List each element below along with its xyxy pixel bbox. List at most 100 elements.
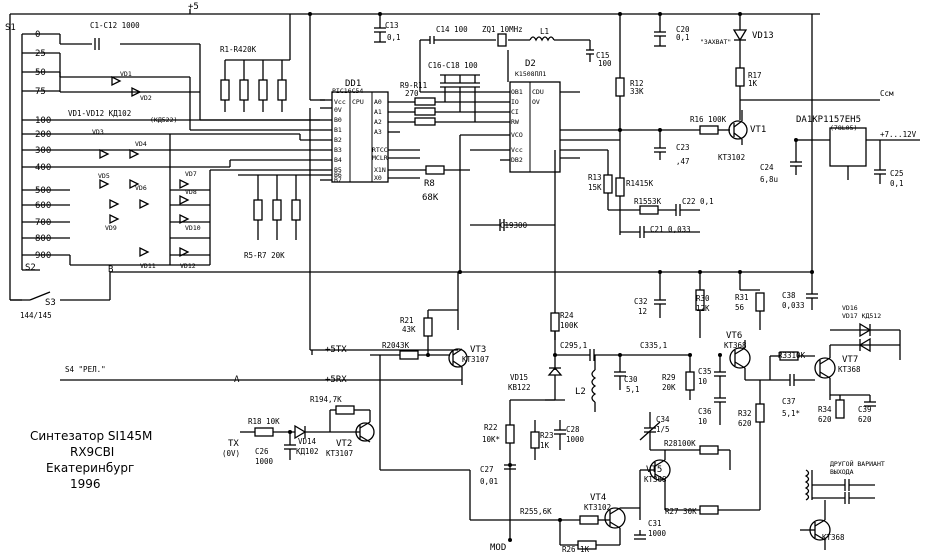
- vd5-label: VD5: [98, 172, 110, 180]
- c26-label: C26: [255, 447, 269, 456]
- r12-val: 33K: [630, 87, 644, 96]
- r1-r4-label: R1-R420K: [220, 45, 257, 54]
- title-line-4: 1996: [70, 477, 101, 491]
- vd9-label: VD9: [105, 224, 117, 232]
- r34-label: R34: [818, 405, 832, 414]
- r23-val: 1K: [540, 441, 550, 450]
- vt7-label: VT7: [842, 355, 858, 365]
- r13-label: R13: [588, 173, 602, 182]
- d2-block: [374, 14, 920, 290]
- b-label: B: [108, 265, 113, 275]
- dd1-pin-vcc: Vcc: [334, 98, 346, 106]
- r20-label: R2043K: [382, 341, 410, 350]
- vd1-vd12-label: VD1-VD12 КД102: [68, 109, 131, 118]
- r25-label: R255,6K: [520, 507, 552, 516]
- vt6-label: VT6: [726, 331, 742, 341]
- r29-val: 20K: [662, 383, 676, 392]
- vd2-label: VD2: [140, 94, 152, 102]
- c27-val: 0,01: [480, 477, 498, 486]
- c23-label: C23: [676, 143, 690, 152]
- c23-val: ,47: [676, 157, 690, 166]
- s2-pos-300: 300: [35, 146, 51, 156]
- dd1-pin-0v: 0V: [334, 106, 342, 114]
- r32-label: R32: [738, 409, 752, 418]
- l2-label: L2: [575, 387, 586, 397]
- r30-val: 12K: [696, 304, 710, 313]
- r29-label: R29: [662, 373, 676, 382]
- vd14-label: VD14: [298, 437, 317, 446]
- c36-val: 10: [698, 417, 708, 426]
- r19-label: R194,7K: [310, 395, 342, 404]
- vco-area: [545, 312, 901, 465]
- r12-label: R12: [630, 79, 644, 88]
- r24-label: R24: [560, 311, 574, 320]
- r22-val: 10K*: [482, 435, 500, 444]
- alt-output-label: ДРУГОЙ ВАРИАНТ: [830, 459, 885, 468]
- da1-alt-label: (78L05): [830, 124, 857, 132]
- title-line-1: Синтезатор SI145M: [30, 429, 152, 443]
- r18-label: R18 10K: [248, 417, 280, 426]
- mod-label: MOD: [490, 543, 506, 553]
- r14-label: R1415K: [626, 179, 654, 188]
- c37-val: 5,1*: [782, 409, 800, 418]
- vt3-type: KT3107: [462, 355, 489, 364]
- dd1-block: [320, 91, 420, 183]
- r9-r11-label: R9-R11: [400, 81, 427, 90]
- s2-pos-400: 400: [35, 163, 51, 173]
- vt4-type: KT3102: [584, 503, 611, 512]
- vt5-type: KT368: [644, 475, 667, 484]
- dd1-pin-b2: B2: [334, 136, 342, 144]
- vt1-type: KT3102: [718, 153, 745, 162]
- vd3-label: VD3: [92, 128, 104, 136]
- r9-r11-group: [410, 74, 500, 126]
- resistors-misc: [220, 79, 470, 221]
- c25-val: 0,1: [890, 179, 904, 188]
- d2-pin-db2: DB2: [511, 156, 523, 164]
- r9-r11-val: 270: [405, 89, 419, 98]
- c28-val: 1000: [566, 435, 585, 444]
- zahvat-label: "ЗАХВАТ": [700, 38, 731, 46]
- junction-dots: [288, 12, 814, 522]
- s4-label: S4 "РЕЛ.": [65, 365, 106, 374]
- c35-val: 10: [698, 377, 708, 386]
- dd1-pin-b1: B1: [334, 126, 342, 134]
- c15-val: 100: [598, 59, 612, 68]
- dd1-pin-b4: B4: [334, 156, 342, 164]
- s3-label: S3: [45, 298, 56, 308]
- c21-label: C21 0,033: [650, 225, 691, 234]
- c20-label: C20: [676, 25, 690, 34]
- r32-val: 620: [738, 419, 752, 428]
- c30-val: 5,1: [626, 385, 640, 394]
- r8-label: R8: [424, 179, 435, 189]
- c1-c12-label: C1-C12 1000: [90, 21, 140, 30]
- r28-label: R28100K: [664, 439, 696, 448]
- vd15-type: KB122: [508, 383, 531, 392]
- vt4-label: VT4: [590, 493, 606, 503]
- dd1-pin-b6: B6: [334, 171, 342, 179]
- dd1-pin-b7: B7: [334, 176, 342, 184]
- c13-val: 0,1: [387, 33, 401, 42]
- r17-val: 1K: [748, 79, 758, 88]
- r26-label: R26 1K: [562, 545, 590, 554]
- vd17-label: VD17 КД512: [842, 312, 881, 320]
- band-label: 144/145: [20, 311, 52, 320]
- vt2-label: VT2: [336, 439, 352, 449]
- dd1-pin-x0: X0: [374, 174, 382, 182]
- dd1-pin-b3: B3: [334, 146, 342, 154]
- r21-val: 43K: [402, 325, 416, 334]
- dd1-pin-a1: A1: [374, 108, 382, 116]
- c28-label: C28: [566, 425, 580, 434]
- tx-sub-label: (0V): [222, 449, 240, 458]
- vt7-type: KT368: [838, 365, 861, 374]
- c14-label: C14 100: [436, 25, 468, 34]
- c27-label: C27: [480, 465, 494, 474]
- r34-val: 620: [818, 415, 832, 424]
- c39-val: 620: [858, 415, 872, 424]
- d2-pin-ob1: ОB1: [511, 88, 523, 96]
- c39-label: C39: [858, 405, 872, 414]
- dd1-label: DD1: [345, 79, 361, 89]
- vt3-label: VT3: [470, 345, 486, 355]
- s1-pos-25: 25: [35, 49, 46, 59]
- s2-pos-700: 700: [35, 218, 51, 228]
- s2-pos-200: 200: [35, 130, 51, 140]
